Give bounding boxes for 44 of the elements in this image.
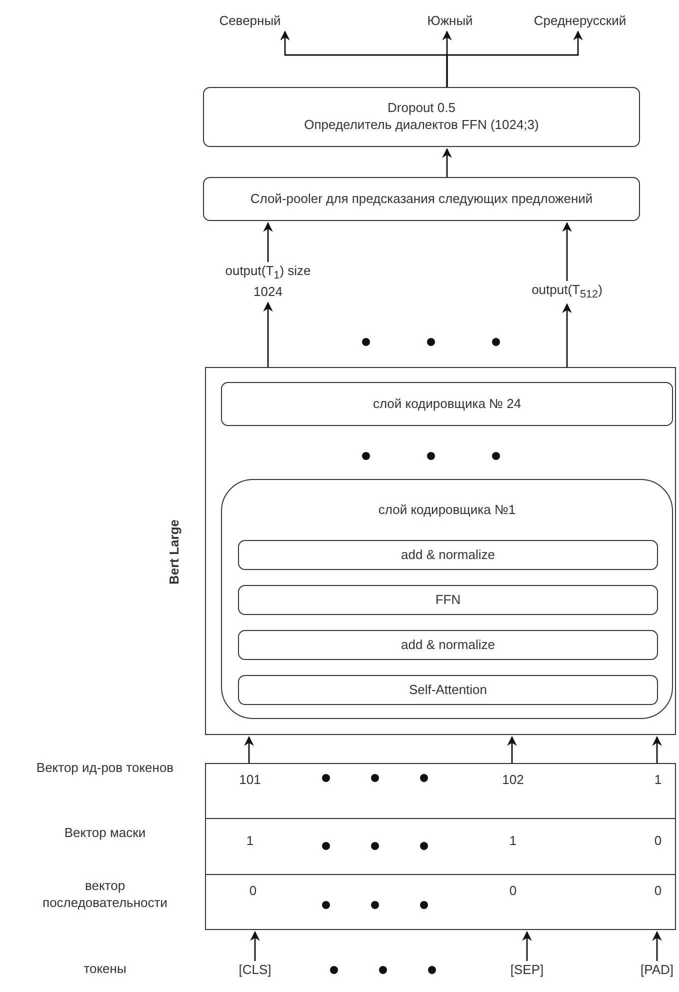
process-box: add & normalize: [238, 630, 658, 660]
row-label: Вектор ид-ров токенов: [35, 760, 175, 777]
layer-title: слой кодировщика №1: [378, 502, 516, 517]
node-label: Среднерусский: [534, 12, 626, 30]
arrow: [522, 931, 532, 961]
table-cell: 1: [654, 772, 662, 787]
arrow: [562, 222, 572, 281]
node-label: [SEP]: [510, 961, 544, 979]
arrow: [562, 303, 572, 367]
table-cell: 1: [509, 833, 517, 848]
table-cell: 101: [239, 772, 261, 787]
table-cell: 0: [654, 833, 662, 848]
table-cell: 102: [502, 772, 524, 787]
table-cell: 0: [509, 883, 517, 898]
table-cell: 0: [654, 883, 662, 898]
arrow: [263, 302, 273, 367]
encoder-layer-box: [221, 479, 673, 719]
arrow: [652, 931, 662, 961]
process-box: add & normalize: [238, 540, 658, 570]
process-box: Слой-pooler для предсказания следующих предложений: [203, 177, 640, 221]
process-box: FFN: [238, 585, 658, 615]
process-box: Self-Attention: [238, 675, 658, 705]
node-label: [PAD]: [640, 961, 674, 979]
row-label: вектор последовательности: [42, 878, 168, 912]
arrow: [507, 736, 517, 763]
arrow: [263, 222, 273, 262]
arrow: [250, 931, 260, 961]
node-label: Южный: [427, 12, 473, 30]
arrow: [244, 736, 254, 763]
node-label: output(T$_{512}$): [532, 281, 602, 302]
node-label: [CLS]: [238, 961, 272, 979]
process-box: слой кодировщика № 24: [221, 382, 673, 426]
arrow: [652, 736, 662, 763]
row-label: токены: [82, 961, 128, 978]
table-cell: 1: [246, 833, 254, 848]
row-label: Вектор маски: [63, 825, 147, 842]
process-box: Dropout 0.5 Определитель диалектов FFN (1024;3): [203, 87, 640, 147]
input-table: [205, 763, 676, 930]
node-label: output(T$_{1}$) size 1024: [223, 262, 313, 301]
table-cell: 0: [249, 883, 257, 898]
arrow: [446, 30, 583, 87]
section-title: Bert Large: [166, 519, 182, 585]
node-label: Северный: [219, 12, 281, 30]
arrow: [442, 148, 452, 177]
